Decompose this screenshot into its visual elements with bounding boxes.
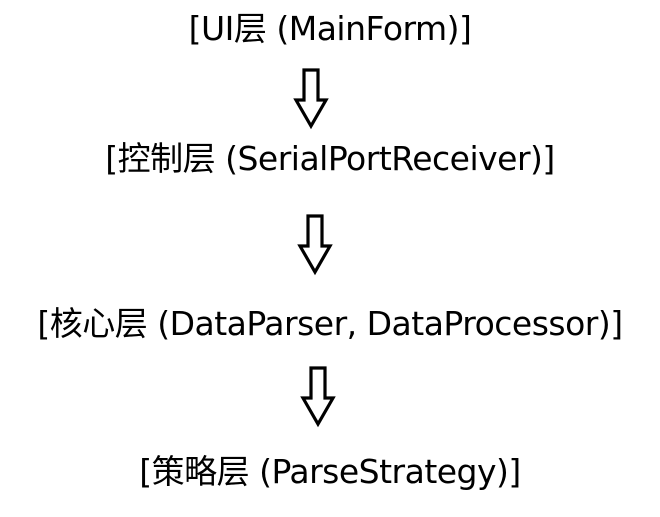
down-arrow-icon-shape [297, 214, 333, 276]
layer-core-label: [核心层 (DataParser, DataProcessor)] [37, 304, 623, 343]
down-arrow-icon [300, 366, 336, 428]
layer-strategy-label: [策略层 (ParseStrategy)] [139, 452, 521, 491]
down-arrow-icon-shape [300, 366, 336, 428]
layer-control-label: [控制层 (SerialPortReceiver)] [105, 139, 555, 178]
layer-ui-label: [UI层 (MainForm)] [188, 9, 472, 48]
down-arrow-icon-shape [293, 68, 329, 130]
down-arrow-icon [297, 214, 333, 276]
down-arrow-icon [293, 68, 329, 130]
